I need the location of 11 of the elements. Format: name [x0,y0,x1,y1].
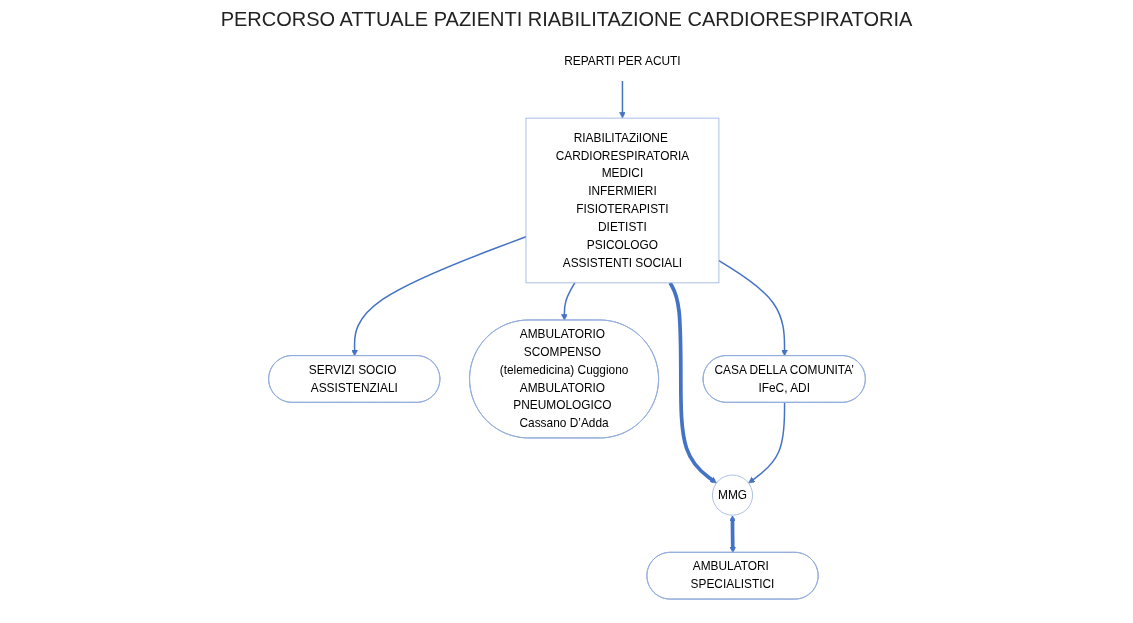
arrow [728,515,736,553]
arrow [618,80,626,119]
arrow [747,401,785,484]
arrow [668,281,717,484]
node-text: REPARTI PER ACUTI [563,54,681,67]
arrow [560,282,576,321]
arrow [717,259,788,357]
node-box: RIABILITAZiIONE CARDIORESPIRATORIA MEDICI INFERMIERI FISIOTERAPISTI DIETISTI PSICOLOGO ASSISTENTI SOCIALI [525,117,719,284]
diagram-title: PERCORSO ATTUALE PAZIENTI RIABILITAZIONE CARDIORESPIRATORIA [219,8,914,31]
arrow [350,236,527,357]
node-circle: MMG [711,474,753,516]
